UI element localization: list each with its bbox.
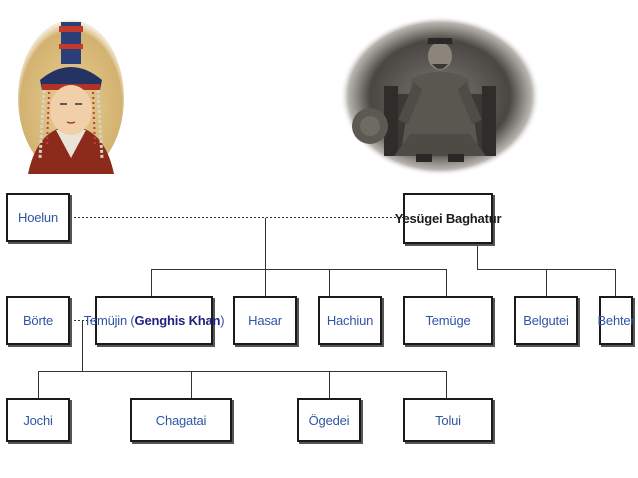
node-tolui: Tolui xyxy=(403,398,493,442)
node-temujin: Temüjin (Genghis Khan) xyxy=(84,296,225,345)
woman-portrait xyxy=(18,18,124,174)
node-behter-label: Behter xyxy=(597,313,635,328)
node-jochi: Jochi xyxy=(6,398,70,442)
node-hoelun-label: Hoelun xyxy=(18,210,58,225)
node-hoelun: Hoelun xyxy=(6,193,70,242)
node-hasar: Hasar xyxy=(233,296,297,345)
seated-man-portrait xyxy=(340,16,540,176)
node-borte-label: Börte xyxy=(22,313,54,328)
node-hachiun: Hachiun xyxy=(318,296,382,345)
node-tolui-label: Tolui xyxy=(435,412,461,428)
node-hachiun-label: Hachiun xyxy=(326,313,374,328)
node-chagatai: Chagatai xyxy=(130,398,232,442)
node-temujin-title: Genghis Khan xyxy=(134,313,221,328)
node-temujin-label: Temüjin (Genghis Khan) xyxy=(84,313,225,328)
node-belgutei-label: Belgutei xyxy=(523,313,569,328)
node-temujin-prefix: Temüjin ( xyxy=(83,313,135,328)
node-belgutei: Belgutei xyxy=(514,296,578,345)
node-temuge: Temüge xyxy=(403,296,493,345)
node-hasar-label: Hasar xyxy=(248,313,282,328)
node-ogedei: Ögedei xyxy=(297,398,361,442)
node-jochi-label: Jochi xyxy=(23,412,53,428)
node-borte: Börte xyxy=(6,296,70,345)
node-ogedei-label: Ögedei xyxy=(308,412,350,428)
node-temujin-suffix: ) xyxy=(220,313,225,328)
woman-portrait-icon xyxy=(18,20,124,174)
node-chagatai-label: Chagatai xyxy=(155,412,207,428)
seated-man-portrait-icon xyxy=(340,16,540,176)
node-behter: Behter xyxy=(597,296,635,345)
node-yesugei-label: Yesügei Baghatur xyxy=(394,211,502,226)
node-temuge-label: Temüge xyxy=(425,313,471,328)
node-yesugei: Yesügei Baghatur xyxy=(395,193,502,244)
